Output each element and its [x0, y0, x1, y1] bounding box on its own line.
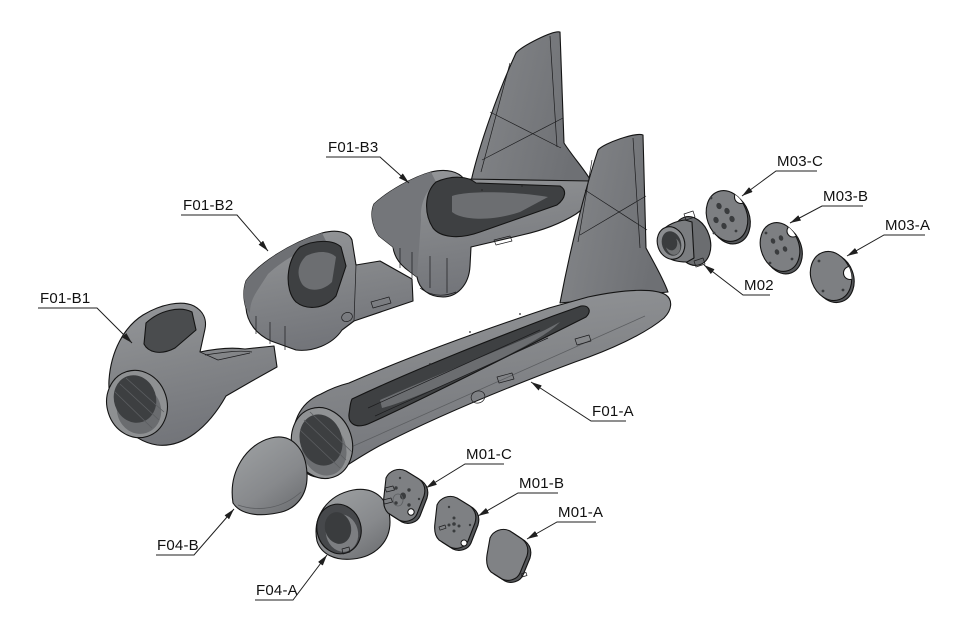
- f01-a-side-hole: [470, 390, 486, 404]
- part-m01-c-plate: [382, 468, 429, 524]
- m03-c-notch: [733, 189, 749, 205]
- leader-f01-b3: [326, 156, 410, 184]
- f01-b2-front-face: [243, 233, 326, 313]
- leader-f04-a: [255, 554, 328, 601]
- part-m03-b-disc: [759, 222, 803, 275]
- part-m01-b-plate: [434, 495, 480, 551]
- f01-b2-hole: [341, 312, 353, 322]
- leader-f04-b: [156, 508, 235, 556]
- m01-a-face: [486, 528, 529, 581]
- label-f04-b: F04-B: [157, 537, 199, 554]
- m03-c-face: [705, 190, 749, 242]
- part-m02-motor-mount: [656, 210, 712, 268]
- label-m03-c: M03-C: [777, 153, 823, 170]
- callout-m03-a: M03-A: [846, 217, 930, 257]
- f01-b3-fin: [469, 31, 592, 187]
- label-m03-a: M03-A: [885, 217, 930, 234]
- part-f01-b2-middle-upper-shell: [243, 230, 414, 351]
- callout-m01-c: M01-C: [425, 446, 512, 489]
- label-f04-a: F04-A: [256, 582, 298, 599]
- label-m02: M02: [744, 277, 774, 294]
- part-m03-c-disc: [705, 189, 751, 245]
- f01-b3-cavity-floor: [452, 192, 548, 219]
- part-f01-b3-rear-upper-shell: [371, 31, 598, 298]
- leader-f01-b2: [181, 214, 269, 252]
- f01-b2-cavity-floor: [298, 251, 336, 290]
- label-f01-a: F01-A: [592, 403, 634, 420]
- f01-b3-front-face: [371, 172, 436, 277]
- part-f04-b-nose-cone: [231, 436, 308, 516]
- leader-m01-a: [526, 521, 596, 540]
- label-f01-b1: F01-B1: [40, 290, 90, 307]
- part-m01-a-plate: [486, 528, 532, 583]
- label-m01-b: M01-B: [519, 475, 564, 492]
- m01-b-face: [434, 495, 477, 549]
- callout-f01-a: F01-A: [530, 381, 634, 422]
- callout-f04-a: F04-A: [255, 554, 328, 601]
- f01-b3-deck-slot: [493, 235, 513, 246]
- f01-a-cavity-floor: [380, 322, 560, 408]
- leader-f01-b1: [38, 307, 133, 344]
- m01-c-pilot-hole: [407, 508, 415, 516]
- label-f01-b3: F01-B3: [328, 139, 378, 156]
- f01-b2-plank-slot: [370, 296, 392, 309]
- leader-m01-b: [477, 492, 558, 517]
- part-f01-b1-front-upper-shell: [106, 302, 278, 446]
- callout-m01-a: M01-A: [526, 504, 603, 540]
- leader-m03-c: [741, 170, 817, 197]
- f04-b-cone: [231, 436, 308, 516]
- part-f01-a-main-fuselage: [290, 133, 672, 480]
- part-m03-a-disc: [809, 250, 858, 304]
- f01-a-side-slot-1: [496, 372, 515, 384]
- f01-a-fin: [559, 133, 669, 304]
- f01-b1-front-opening: [113, 375, 157, 423]
- callout-f01-b1: F01-B1: [38, 290, 133, 344]
- callouts: F01-B3 F01-B2 F01-B1 M03-C M03-B M03-A M…: [38, 139, 930, 601]
- callout-f01-b3: F01-B3: [326, 139, 410, 184]
- f01-a-side-slot-2: [574, 334, 592, 346]
- f04-a-opening-deep: [324, 512, 352, 544]
- f01-a-front-opening: [299, 414, 343, 466]
- callout-m01-b: M01-B: [477, 475, 564, 517]
- leader-m02: [703, 264, 770, 296]
- callout-m03-c: M03-C: [741, 153, 823, 197]
- leader-f01-a: [530, 381, 626, 422]
- leader-m03-b: [789, 205, 863, 224]
- callout-m03-b: M03-B: [789, 188, 868, 224]
- callout-f01-b2: F01-B2: [181, 197, 269, 252]
- leader-m03-a: [846, 234, 925, 257]
- label-m03-b: M03-B: [823, 188, 868, 205]
- label-m01-c: M01-C: [466, 446, 512, 463]
- callout-f04-b: F04-B: [156, 508, 235, 556]
- label-f01-b2: F01-B2: [183, 197, 233, 214]
- callout-m02: M02: [703, 264, 774, 296]
- f01-b1-collar-cavity: [143, 308, 197, 353]
- part-f04-a-intake-cone: [315, 488, 391, 560]
- leader-m01-c: [425, 463, 504, 489]
- m01-b-pilot-hole: [460, 539, 468, 547]
- label-m01-a: M01-A: [558, 504, 603, 521]
- f01-a-side-crease: [339, 315, 646, 453]
